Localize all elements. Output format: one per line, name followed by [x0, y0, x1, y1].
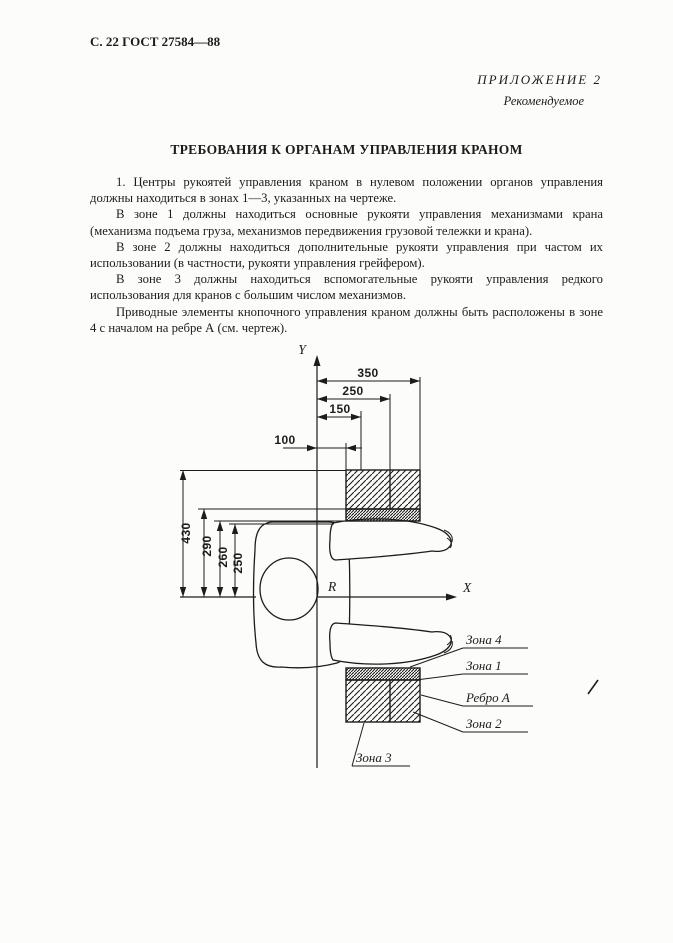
paragraph-3: В зоне 2 должны находиться дополнительны…	[90, 239, 603, 271]
dimension-labels: 350 250 150 100 430 290 260 250	[179, 366, 378, 574]
page-header: С. 22 ГОСТ 27584—88	[90, 34, 221, 49]
dim-250: 250	[342, 384, 363, 398]
operator-arm-lower	[329, 622, 452, 665]
dim-150: 150	[329, 402, 350, 416]
bottom-block-main	[345, 679, 421, 723]
x-axis-label: X	[462, 580, 472, 595]
operator-hand-upper-fingers	[443, 529, 453, 549]
dim-290: 290	[200, 535, 214, 556]
paragraph-5: Приводные элементы кнопочного управления…	[90, 304, 603, 335]
callout-zone3: Зона 3	[356, 750, 392, 765]
paragraph-4: В зоне 3 должны находиться вспомогательн…	[90, 272, 603, 303]
operator-head	[259, 557, 319, 621]
callout-zone4: Зона 4	[466, 632, 502, 647]
callout-zone2: Зона 2	[466, 716, 502, 731]
technical-drawing: Y X R	[179, 342, 599, 768]
callout-zone1: Зона 1	[466, 658, 502, 673]
zone-callout-labels: Зона 4 Зона 1 Ребро А Зона 2 Зона 3	[356, 632, 510, 765]
dim-430: 430	[179, 522, 193, 543]
operator-arm-upper	[329, 518, 452, 561]
dim-100: 100	[274, 433, 295, 447]
y-axis-arrow-icon	[313, 355, 321, 366]
bottom-block-strip	[345, 667, 421, 681]
dimension-lines	[180, 377, 421, 597]
annex-label: ПРИЛОЖЕНИЕ 2	[477, 72, 602, 87]
dim-350: 350	[357, 366, 378, 380]
operator-hand-lower-fingers	[443, 634, 453, 654]
radius-label: R	[327, 579, 337, 594]
dim-260: 260	[216, 546, 230, 567]
dimension-arrow-icons	[179, 377, 420, 597]
page-title: ТРЕБОВАНИЯ К ОРГАНАМ УПРАВЛЕНИЯ КРАНОМ	[170, 142, 523, 157]
stray-mark	[587, 679, 599, 695]
dim-250-vertical: 250	[231, 552, 245, 573]
paragraph-2: В зоне 1 должны находиться основные руко…	[90, 207, 603, 238]
axes	[180, 355, 457, 768]
body-text: 1. Центры рукоятей управления краном в н…	[90, 174, 603, 336]
x-axis-arrow-icon	[446, 593, 457, 601]
operator-figure	[252, 518, 453, 669]
paragraph-1: 1. Центры рукоятей управления краном в н…	[90, 175, 603, 206]
top-block-strip	[345, 508, 421, 522]
top-block-main	[345, 469, 421, 510]
control-zone-blocks	[345, 469, 421, 723]
zone-callout-leaders	[351, 647, 533, 767]
y-axis-label: Y	[298, 342, 307, 357]
callout-edge-a: Ребро А	[465, 690, 510, 705]
annex-kind: Рекомендуемое	[503, 94, 584, 108]
